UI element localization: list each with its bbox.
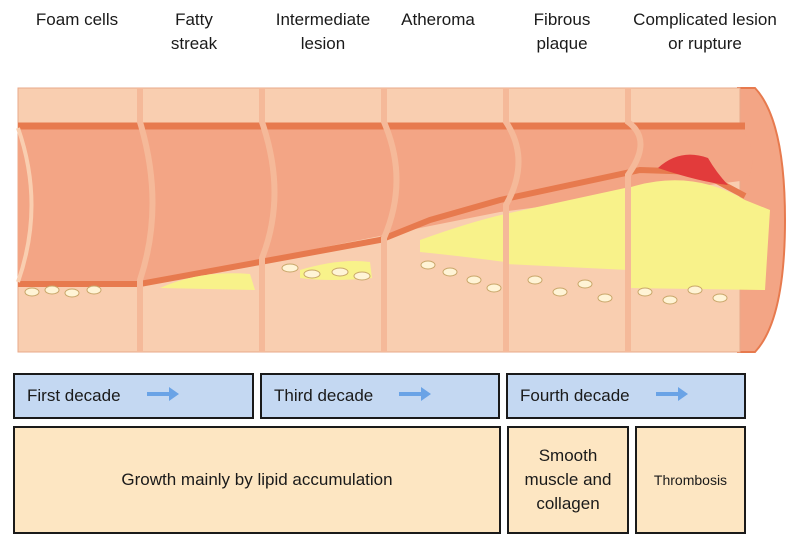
stage-label-foam-cells: Foam cells [35, 10, 119, 29]
stage-label-fibrous-plaque: Fibrous plaque [533, 10, 591, 53]
stage-label-atheroma: Atheroma [401, 10, 475, 29]
lipid-core-atheroma [420, 214, 505, 262]
process-box-thrombosis: Thrombosis [635, 426, 746, 534]
thrombus [658, 154, 728, 185]
right-arrow-icon [655, 386, 688, 406]
decade-box-third: Third decade [260, 373, 500, 419]
stage-label-intermediate-lesion: Intermediate lesion [275, 10, 371, 53]
artery-lumen [18, 128, 753, 282]
lipid-core-complicated [628, 180, 770, 290]
stage-label-fatty-streak: Fatty streak [170, 10, 218, 53]
decade-label-first: First decade [27, 386, 121, 405]
process-box-smooth-muscle: Smooth muscle and collagen [507, 426, 629, 534]
decade-box-first: First decade [13, 373, 254, 419]
decade-label-fourth: Fourth decade [520, 386, 630, 405]
artery-open-end [16, 127, 34, 283]
segment-dividers [137, 88, 644, 352]
right-arrow-icon [146, 386, 179, 406]
decade-box-fourth: Fourth decade [506, 373, 746, 419]
right-arrow-icon [399, 386, 432, 406]
process-label-lipid-accumulation: Growth mainly by lipid accumulation [121, 470, 393, 489]
process-label-smooth-muscle: Smooth muscle and collagen [524, 446, 612, 513]
process-box-lipid-accumulation: Growth mainly by lipid accumulation [13, 426, 501, 534]
lipid-core-fatty-streak [160, 273, 255, 290]
foam-cells [24, 260, 728, 305]
decade-label-third: Third decade [274, 386, 374, 405]
artery-cross-section-illustration [16, 87, 787, 353]
lipid-core-fibrous [505, 188, 628, 270]
process-label-thrombosis: Thrombosis [653, 472, 728, 488]
stage-label-complicated-lesion: Complicated lesion or rupture [633, 10, 777, 53]
